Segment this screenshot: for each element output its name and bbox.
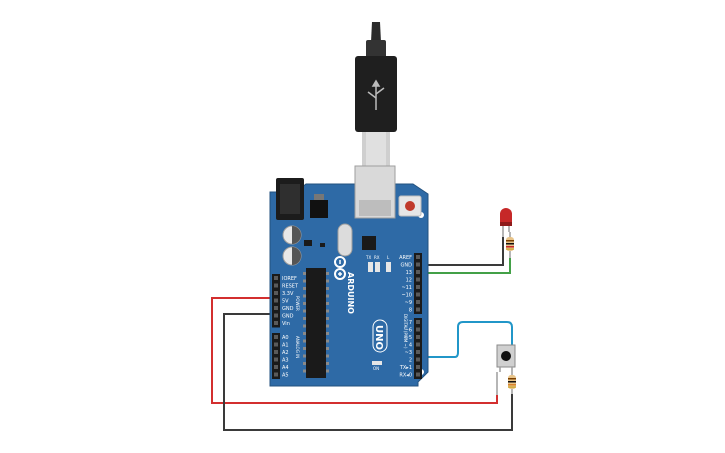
- digital-header-label: DIGITAL (PWM ~): [403, 314, 408, 349]
- power-pin-label: GND: [282, 306, 294, 312]
- analog-pin[interactable]: [274, 342, 278, 347]
- digital-bottom-pin-label: ~6: [405, 328, 412, 334]
- power-pin-label: 3.3V: [282, 291, 294, 297]
- analog-pin[interactable]: [274, 357, 278, 362]
- digital-top-pin-label: 13: [406, 270, 412, 276]
- digital-bottom-pin[interactable]: [416, 320, 420, 324]
- digital-bottom-pin-label: TX▸1: [399, 365, 412, 371]
- digital-bottom-pin[interactable]: [416, 372, 420, 377]
- analog-pin-label: A3: [282, 358, 289, 364]
- digital-bottom-pin[interactable]: [416, 335, 420, 339]
- power-pin[interactable]: [274, 283, 278, 288]
- on-label: ON: [373, 366, 379, 371]
- power-pin-label: RESET: [282, 284, 299, 290]
- analog-pin[interactable]: [274, 372, 278, 377]
- pushbutton[interactable]: [496, 344, 516, 372]
- usb-cable[interactable]: [355, 22, 397, 166]
- power-pin-label: IOREF: [282, 276, 297, 282]
- uno-logo: UNO: [372, 319, 388, 353]
- digital-bottom-pin-label: 4: [409, 343, 412, 349]
- l-led-label: L: [387, 255, 390, 260]
- digital-bottom-pin[interactable]: [416, 342, 420, 347]
- digital-top-pin-label: ~9: [405, 300, 412, 306]
- capacitor-2: [282, 246, 302, 266]
- power-pin-label: 5V: [282, 299, 289, 305]
- power-pin[interactable]: [274, 298, 278, 303]
- reset-button[interactable]: [398, 195, 422, 217]
- tx-led-label: TX: [365, 255, 371, 260]
- crystal-oscillator: [337, 223, 353, 257]
- power-pin[interactable]: [274, 321, 278, 325]
- digital-header-bottom[interactable]: 7 ~6~5 4~3 2TX▸1RX◂0: [399, 318, 422, 379]
- model-text: UNO: [373, 325, 384, 350]
- wire-green-pin13[interactable]: [418, 258, 511, 274]
- wire-red-5v[interactable]: [211, 297, 498, 404]
- digital-top-pin-label: 8: [409, 308, 412, 314]
- capacitor-1: [282, 225, 302, 245]
- brand-text: ARDUINO: [346, 272, 355, 314]
- digital-top-pin-label: ~10: [401, 293, 412, 299]
- analog-pin[interactable]: [274, 365, 278, 369]
- analog-header-label: ANALOG IN: [295, 336, 300, 358]
- power-pin[interactable]: [274, 306, 278, 310]
- digital-top-pin-label: 12: [406, 278, 412, 284]
- wire-blue-pin2[interactable]: [418, 321, 513, 358]
- usb-icon: [367, 79, 385, 110]
- analog-pin-label: A0: [282, 335, 289, 341]
- wire-black-led-gnd[interactable]: [418, 237, 504, 266]
- digital-bottom-pin[interactable]: [416, 327, 420, 332]
- resistor-led[interactable]: [506, 232, 514, 258]
- digital-top-pin[interactable]: [416, 292, 420, 297]
- digital-top-pin[interactable]: [416, 255, 420, 259]
- analog-pin-label: A5: [282, 373, 289, 379]
- digital-bottom-pin-label: ~3: [405, 350, 412, 356]
- power-pin-label: Vin: [282, 321, 290, 327]
- digital-top-pin[interactable]: [416, 307, 420, 312]
- digital-top-pin-label: AREF: [399, 255, 412, 261]
- digital-top-pin-label: GND: [401, 263, 413, 269]
- digital-bottom-pin-label: 2: [409, 358, 412, 364]
- digital-top-pin-label: ~11: [401, 285, 412, 291]
- arduino-infinity-icon: [334, 256, 346, 280]
- usb-chip: [362, 236, 376, 250]
- power-pin-label: GND: [282, 314, 294, 320]
- voltage-regulator: [310, 200, 328, 218]
- analog-pin[interactable]: [274, 335, 278, 339]
- arduino-logo: ARDUINO: [346, 272, 355, 314]
- rx-led: [375, 262, 380, 272]
- tx-led: [368, 262, 373, 272]
- atmega-chip: [303, 268, 329, 378]
- digital-bottom-pin-label: RX◂0: [399, 373, 412, 379]
- digital-top-pin[interactable]: [416, 270, 420, 274]
- power-pin[interactable]: [274, 313, 278, 318]
- analog-pin-label: A1: [282, 343, 289, 349]
- rx-led-label: RX: [374, 255, 380, 260]
- power-pin[interactable]: [274, 276, 278, 280]
- power-pin[interactable]: [274, 291, 278, 295]
- analog-pin-label: A2: [282, 350, 289, 356]
- arduino-uno-board[interactable]: TX RX L ON ARDUINO UNO POWER: [269, 165, 429, 387]
- digital-top-pin[interactable]: [416, 285, 420, 289]
- resistor-button[interactable]: [508, 372, 516, 394]
- digital-bottom-pin[interactable]: [416, 357, 420, 362]
- digital-bottom-pin-label: ~5: [405, 335, 412, 341]
- analog-pin[interactable]: [274, 350, 278, 354]
- analog-pin-label: A4: [282, 365, 289, 371]
- digital-top-pin[interactable]: [416, 300, 420, 304]
- power-header-label: POWER: [295, 296, 300, 311]
- digital-top-pin[interactable]: [416, 277, 420, 282]
- digital-bottom-pin[interactable]: [416, 350, 420, 354]
- digital-top-pin[interactable]: [416, 262, 420, 267]
- digital-bottom-pin[interactable]: [416, 365, 420, 369]
- on-led: [372, 361, 382, 365]
- wire-black-gnd[interactable]: [223, 313, 513, 431]
- red-led[interactable]: [500, 208, 512, 237]
- l-led: [386, 262, 391, 272]
- digital-bottom-pin-label: 7: [409, 320, 412, 326]
